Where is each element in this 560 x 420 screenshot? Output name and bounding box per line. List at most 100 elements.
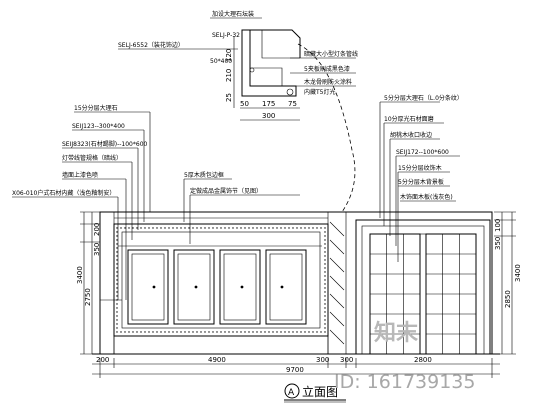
border-dot: [116, 227, 118, 229]
border-dot: [284, 331, 286, 333]
border-dot: [184, 331, 186, 333]
border-dot: [116, 271, 118, 273]
elevation-main: [92, 211, 500, 355]
border-dot: [272, 331, 274, 333]
border-dot: [288, 331, 290, 333]
border-dot: [196, 331, 198, 333]
detail-profile-top: [250, 29, 301, 58]
border-dot: [204, 331, 206, 333]
left-plinth: [113, 335, 329, 355]
border-dot: [272, 227, 274, 229]
dim-right-350: 350: [494, 237, 502, 250]
detail-dim-h-3: 75: [288, 100, 297, 108]
border-dot: [236, 331, 238, 333]
border-dot: [160, 227, 162, 229]
border-dot: [132, 331, 134, 333]
border-dot: [232, 227, 234, 229]
right-note-5: 15分分层纹饰木: [398, 164, 442, 172]
border-dot: [116, 331, 118, 333]
watermark-logo: 知末: [374, 320, 419, 346]
center-note-2: 定做成品金属饰节（见图）: [190, 187, 262, 195]
door-3-inner: [223, 253, 257, 321]
title-text: 立面图: [302, 384, 338, 399]
detail-dim-v-3: 25: [225, 93, 233, 102]
border-dot: [324, 231, 326, 233]
door-1-knob-icon: [152, 285, 156, 289]
border-dot: [288, 227, 290, 229]
border-dot: [116, 279, 118, 281]
border-dot: [324, 255, 326, 257]
border-dot: [324, 247, 326, 249]
border-dot: [200, 331, 202, 333]
border-dot: [324, 303, 326, 305]
border-dot: [116, 319, 118, 321]
border-dot: [240, 227, 242, 229]
left-wall-strip: [99, 211, 115, 355]
border-dot: [300, 227, 302, 229]
border-dot: [324, 327, 326, 329]
dim-left-3400: 3400: [76, 266, 84, 284]
border-dot: [220, 227, 222, 229]
border-dot: [192, 331, 194, 333]
border-dot: [284, 227, 286, 229]
border-dot: [116, 287, 118, 289]
border-dot: [240, 331, 242, 333]
border-dot: [164, 331, 166, 333]
border-dot: [220, 331, 222, 333]
border-dot: [308, 331, 310, 333]
dim-left-200: 200: [93, 223, 101, 236]
border-dot: [116, 323, 118, 325]
border-dot: [116, 311, 118, 313]
door-3: [219, 249, 261, 325]
border-dot: [248, 331, 250, 333]
border-dot: [324, 287, 326, 289]
border-dot: [324, 299, 326, 301]
title-marker-circle: [284, 383, 300, 399]
border-dot: [128, 227, 130, 229]
border-dot: [252, 331, 254, 333]
dim-right-100: 100: [494, 219, 502, 232]
detail-note-light: 内藏T5灯光: [304, 88, 335, 96]
right-note-6: 5分分层木背景板: [398, 178, 444, 186]
door-lattice: [370, 234, 476, 354]
border-dot: [128, 331, 130, 333]
border-dot: [300, 331, 302, 333]
border-dot: [224, 227, 226, 229]
border-dot: [124, 227, 126, 229]
right-note-4: SEIJ172--100*600: [396, 149, 449, 156]
border-dot: [204, 227, 206, 229]
border-dot: [116, 283, 118, 285]
border-dot: [140, 331, 142, 333]
detail-dim-total: 300: [262, 112, 275, 120]
border-dot: [264, 227, 266, 229]
border-dot: [296, 331, 298, 333]
border-dot: [316, 227, 318, 229]
dim-right-2850: 2850: [504, 290, 512, 308]
border-dot: [324, 323, 326, 325]
detail-dim-top: 50*400: [210, 58, 232, 65]
border-dot: [316, 331, 318, 333]
border-dot: [324, 271, 326, 273]
border-dot: [180, 227, 182, 229]
border-dot: [116, 267, 118, 269]
left-notes: 15分分层大理石 SEIJ123--300*400 SEIJ8323(石材踢脚)…: [12, 104, 151, 300]
detail-dim-h-1: 50: [240, 100, 249, 108]
door-1-inner: [131, 253, 165, 321]
door-2-inner: [177, 253, 211, 321]
detail-note-3: 木龙骨刷防火涂料: [304, 78, 352, 86]
border-dot: [116, 247, 118, 249]
border-dot: [188, 331, 190, 333]
border-dot: [324, 239, 326, 241]
detail-fixing-icon: [249, 67, 255, 73]
border-dot: [232, 331, 234, 333]
border-dot: [208, 331, 210, 333]
border-dot: [144, 331, 146, 333]
border-dot: [136, 331, 138, 333]
border-dot: [164, 227, 166, 229]
border-dot: [324, 307, 326, 309]
border-dot: [156, 227, 158, 229]
border-dot: [116, 231, 118, 233]
border-dot: [312, 331, 314, 333]
border-dot: [260, 331, 262, 333]
title-marker-letter: A: [288, 388, 295, 398]
